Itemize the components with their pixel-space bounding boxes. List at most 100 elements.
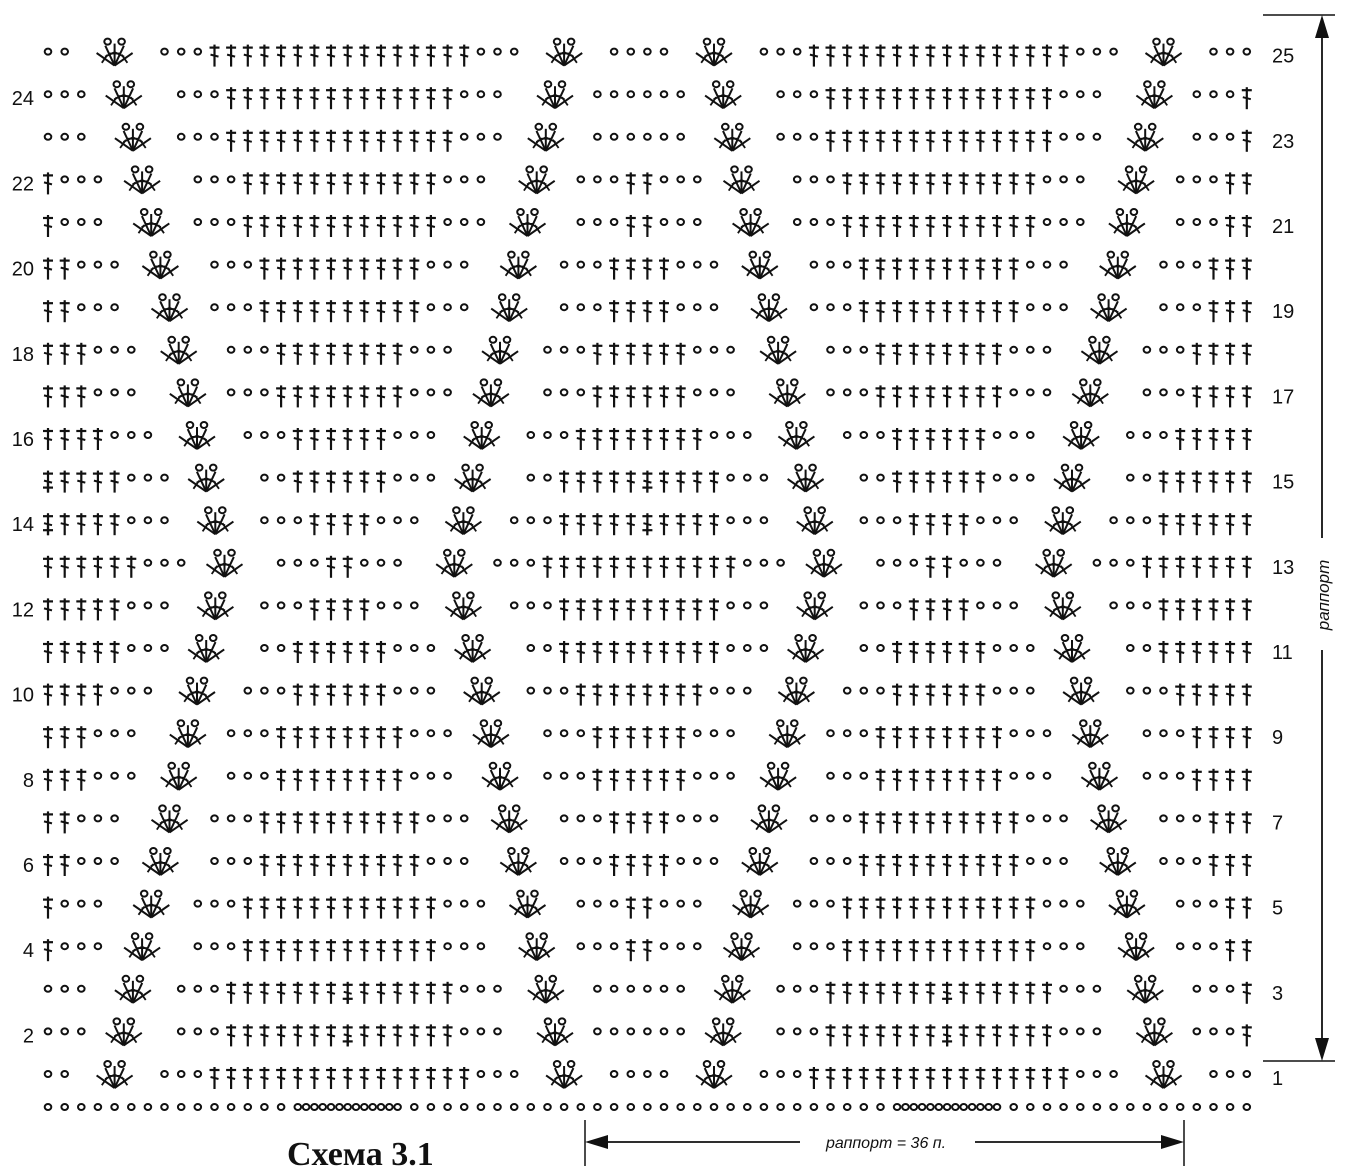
double-crochet-stitch — [93, 513, 103, 535]
chain-stitch — [145, 475, 152, 481]
foundation-chain-stitch — [353, 1104, 360, 1110]
double-crochet-stitch — [276, 87, 286, 109]
foundation-chain-stitch — [628, 1104, 635, 1110]
double-crochet-stitch — [626, 300, 636, 322]
foundation-chain-stitch — [211, 1104, 218, 1110]
chain-stitch — [278, 602, 285, 608]
double-crochet-stitch — [909, 939, 919, 961]
chain-stitch — [228, 943, 235, 949]
fan-group — [1127, 124, 1163, 151]
foundation-chain-stitch — [369, 1104, 376, 1110]
chain-stitch — [428, 347, 435, 353]
double-crochet-stitch — [942, 215, 952, 237]
chain-stitch — [694, 219, 701, 225]
double-crochet-stitch — [1225, 854, 1235, 876]
chain-stitch — [877, 602, 884, 608]
chain-stitch — [1210, 901, 1217, 907]
chain-stitch — [578, 901, 585, 907]
double-crochet-stitch — [642, 726, 652, 748]
double-crochet-stitch — [909, 854, 919, 876]
double-crochet-stitch — [909, 811, 919, 833]
double-crochet-stitch — [1192, 556, 1202, 578]
double-crochet-stitch — [376, 258, 386, 280]
double-crochet-stitch — [543, 556, 553, 578]
chain-stitch — [894, 560, 901, 566]
double-crochet-stitch — [276, 854, 286, 876]
double-crochet-stitch — [326, 939, 336, 961]
chain-stitch — [611, 219, 618, 225]
chain-stitch — [394, 560, 401, 566]
double-crochet-stitch — [1159, 513, 1169, 535]
chain-stitch — [95, 943, 102, 949]
double-crochet-stitch — [293, 897, 303, 919]
double-crochet-stitch — [1192, 726, 1202, 748]
double-crochet-stitch — [925, 385, 935, 407]
double-crochet-stitch — [393, 258, 403, 280]
double-crochet-stitch — [676, 556, 686, 578]
fan-group — [705, 81, 741, 108]
double-crochet-stitch — [1025, 215, 1035, 237]
double-crochet-stitch — [326, 726, 336, 748]
chain-stitch — [611, 134, 618, 140]
fan-groups — [97, 39, 1182, 1088]
chain-stitch — [211, 815, 218, 821]
foundation-chain-stitch — [1177, 1104, 1184, 1110]
chain-stitch — [1044, 943, 1051, 949]
double-crochet-stitch — [642, 215, 652, 237]
double-crochet-stitch — [293, 939, 303, 961]
double-crochet-stitch — [359, 343, 369, 365]
foundation-chain-stitch — [1044, 1104, 1051, 1110]
row-number: 14 — [12, 514, 34, 536]
foundation-chain-stitch — [195, 1104, 202, 1110]
chain-stitch — [1144, 730, 1151, 736]
chain-stitch — [411, 389, 418, 395]
double-crochet-stitch — [1209, 556, 1219, 578]
double-crochet-stitch — [609, 854, 619, 876]
double-crochet-stitch — [909, 300, 919, 322]
chain-stitch — [444, 219, 451, 225]
double-crochet-stitch — [326, 811, 336, 833]
double-crochet-stitch — [309, 385, 319, 407]
double-crochet-stitch — [1025, 172, 1035, 194]
chain-stitch — [1127, 645, 1134, 651]
fan-group — [1146, 1061, 1182, 1088]
chain-stitch — [511, 517, 518, 523]
foundation-chain-stitch — [827, 1104, 834, 1110]
foundation-chain-stitch — [1244, 1104, 1251, 1110]
double-crochet-stitch — [43, 172, 53, 194]
chain-stitch — [211, 134, 218, 140]
double-crochet-stitch — [859, 87, 869, 109]
double-crochet-stitch — [359, 641, 369, 663]
chain-stitch — [1027, 432, 1034, 438]
double-crochet-stitch — [642, 172, 652, 194]
double-crochet-stitch — [1225, 428, 1235, 450]
double-crochet-stitch — [909, 982, 919, 1004]
chain-stitch — [1194, 986, 1201, 992]
double-crochet-stitch — [359, 811, 369, 833]
chain-stitch — [478, 1028, 485, 1034]
chain-stitch — [511, 560, 518, 566]
chain-stitch — [195, 986, 202, 992]
double-crochet-stitch — [959, 811, 969, 833]
chain-stitch — [78, 858, 85, 864]
double-crochet-stitch — [1242, 556, 1252, 578]
double-crochet-stitch — [343, 385, 353, 407]
foundation-chain-stitch — [894, 1104, 901, 1110]
double-crochet-stitch — [925, 258, 935, 280]
chain-stitch — [78, 176, 85, 182]
chain-stitch — [578, 858, 585, 864]
double-crochet-stitch — [859, 854, 869, 876]
fan-group — [769, 379, 805, 406]
double-crochet-stitch — [376, 684, 386, 706]
double-crochet-stitch — [892, 769, 902, 791]
double-crochet-stitch — [642, 811, 652, 833]
double-crochet-stitch — [925, 87, 935, 109]
fan-group — [491, 805, 527, 832]
chain-stitch — [661, 901, 668, 907]
double-crochet-stitch — [876, 769, 886, 791]
double-crochet-stitch — [1209, 343, 1219, 365]
foundation-chain-stitch — [1010, 1104, 1017, 1110]
chain-stitch — [295, 517, 302, 523]
double-crochet-stitch — [1192, 428, 1202, 450]
double-crochet-stitch — [1225, 769, 1235, 791]
